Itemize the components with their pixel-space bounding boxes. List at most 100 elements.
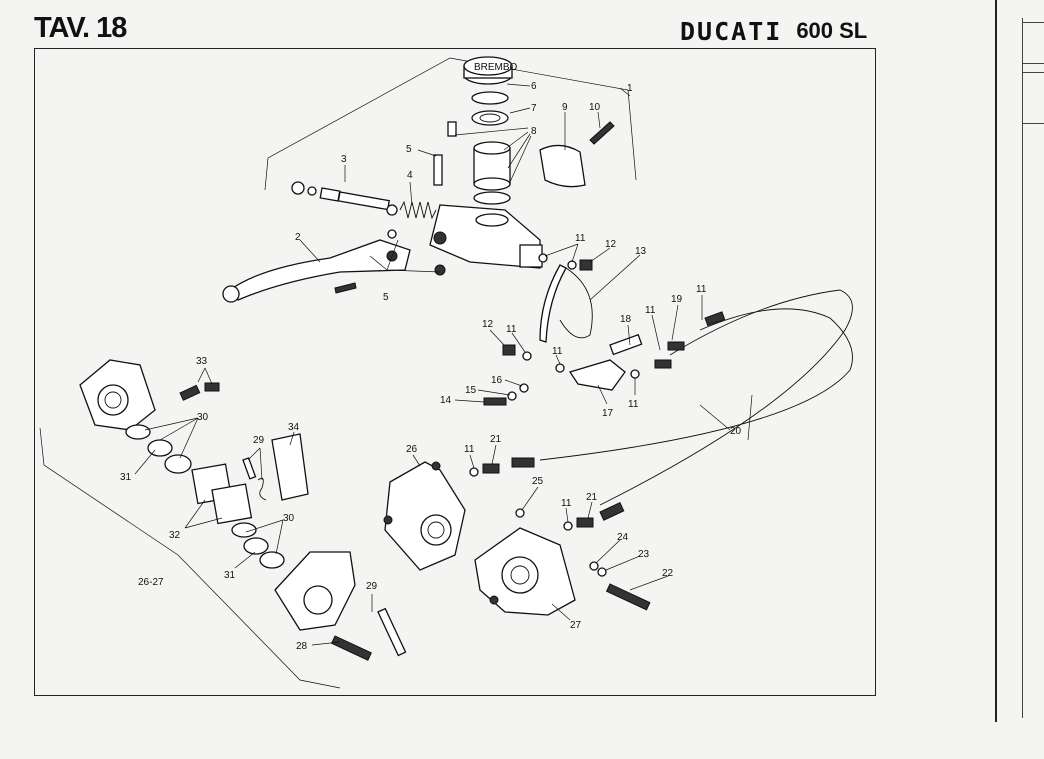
diaphragm-inner (479, 113, 501, 123)
hose-distributor (568, 359, 626, 391)
banjo-bolt (579, 259, 593, 271)
dust-boot (259, 551, 285, 569)
reservoir-body (473, 141, 511, 191)
long-brake-hose (599, 289, 853, 506)
callout-32: 32 (169, 530, 181, 541)
caliper-body-left (79, 359, 156, 431)
callout-26: 26 (406, 444, 418, 455)
leader-lines (134, 83, 753, 646)
copper-washer (555, 363, 565, 373)
callout-3: 3 (341, 154, 347, 165)
mounting-bolt (483, 397, 507, 406)
copper-washer (563, 521, 573, 531)
copper-washer (567, 260, 577, 270)
callout-21: 21 (586, 492, 598, 503)
hose-fitting (667, 341, 685, 351)
callout-9: 9 (562, 102, 568, 113)
return-spring (399, 200, 437, 220)
adjacent-page-box (1022, 22, 1044, 64)
callout-26-27: 26-27 (138, 577, 164, 588)
callout-28: 28 (296, 641, 308, 652)
spring-washer (589, 561, 599, 571)
callout-11: 11 (645, 305, 656, 316)
callout-14: 14 (440, 395, 452, 406)
callout-11: 11 (561, 498, 572, 509)
o-ring (473, 191, 511, 205)
caliper-half (274, 551, 356, 631)
reservoir-cap: BREMBO (463, 56, 518, 85)
copper-washer (469, 467, 479, 477)
callout-30: 30 (283, 513, 295, 524)
callout-11: 11 (464, 444, 475, 455)
callout-11: 11 (575, 233, 586, 244)
callout-30: 30 (197, 412, 209, 423)
bleed-screw (179, 384, 201, 401)
callout-22: 22 (662, 568, 674, 579)
callout-4: 4 (407, 170, 413, 181)
washer (507, 391, 517, 401)
washer (597, 567, 607, 577)
assembly-group-outline (264, 57, 637, 191)
callout-11: 11 (506, 324, 517, 335)
caliper-right (474, 527, 576, 616)
washer (387, 229, 397, 239)
caliper-piston (243, 537, 269, 555)
leader-line (619, 87, 631, 97)
mounting-bracket (609, 333, 643, 356)
piston-assembly (291, 181, 398, 216)
callout-17: 17 (602, 408, 614, 419)
adjuster-screw (334, 282, 357, 294)
callout-8: 8 (531, 126, 537, 137)
callout-12: 12 (482, 319, 494, 330)
copper-washer (538, 253, 548, 263)
callout-23: 23 (638, 549, 650, 560)
callout-5: 5 (406, 144, 412, 155)
table-number: TAV. 18 (34, 12, 127, 44)
callout-11: 11 (628, 399, 639, 410)
callout-21: 21 (490, 434, 502, 445)
callout-7: 7 (531, 103, 537, 114)
brand-logo: DUCATI (680, 16, 783, 46)
assembly-group-outline (39, 427, 341, 689)
hose-fitting (704, 311, 726, 327)
screw (447, 121, 457, 137)
brake-pad (211, 483, 253, 525)
pivot-screw (433, 154, 443, 186)
callout-13: 13 (635, 246, 647, 257)
pin-clip (257, 477, 267, 501)
caliper-mounting-bolt (605, 583, 651, 611)
master-cylinder-body (429, 204, 543, 269)
nut (434, 264, 446, 276)
piston-seal (125, 424, 151, 440)
callout-24: 24 (617, 532, 629, 543)
callout-27: 27 (570, 620, 582, 631)
short-brake-hose (559, 267, 593, 339)
callout-12: 12 (605, 239, 617, 250)
callout-31: 31 (224, 570, 236, 581)
anti-rattle-spring (271, 433, 309, 501)
bleed-cap (204, 382, 220, 392)
adjacent-page-box (1022, 72, 1044, 124)
callout-10: 10 (589, 102, 601, 113)
page-edge-rule (995, 0, 997, 722)
pad-pin (242, 457, 257, 480)
diaphragm (471, 110, 509, 126)
cap-gasket (471, 91, 509, 105)
copper-washer (522, 351, 532, 361)
callout-29: 29 (366, 581, 378, 592)
callout-25: 25 (532, 476, 544, 487)
pad-pin (377, 607, 407, 657)
handlebar-clamp (539, 144, 586, 188)
model-name: 600 SL (796, 18, 868, 43)
caliper-mounting-bolt (330, 635, 372, 661)
callout-16: 16 (491, 375, 503, 386)
callout-6: 6 (531, 81, 537, 92)
callout-1: 1 (627, 83, 633, 94)
brake-lever (222, 239, 411, 303)
hose-fitting (654, 359, 672, 369)
callout-34: 34 (288, 422, 300, 433)
callout-20: 20 (730, 426, 742, 437)
callout-11: 11 (696, 284, 707, 295)
hose-fitting (511, 457, 535, 468)
